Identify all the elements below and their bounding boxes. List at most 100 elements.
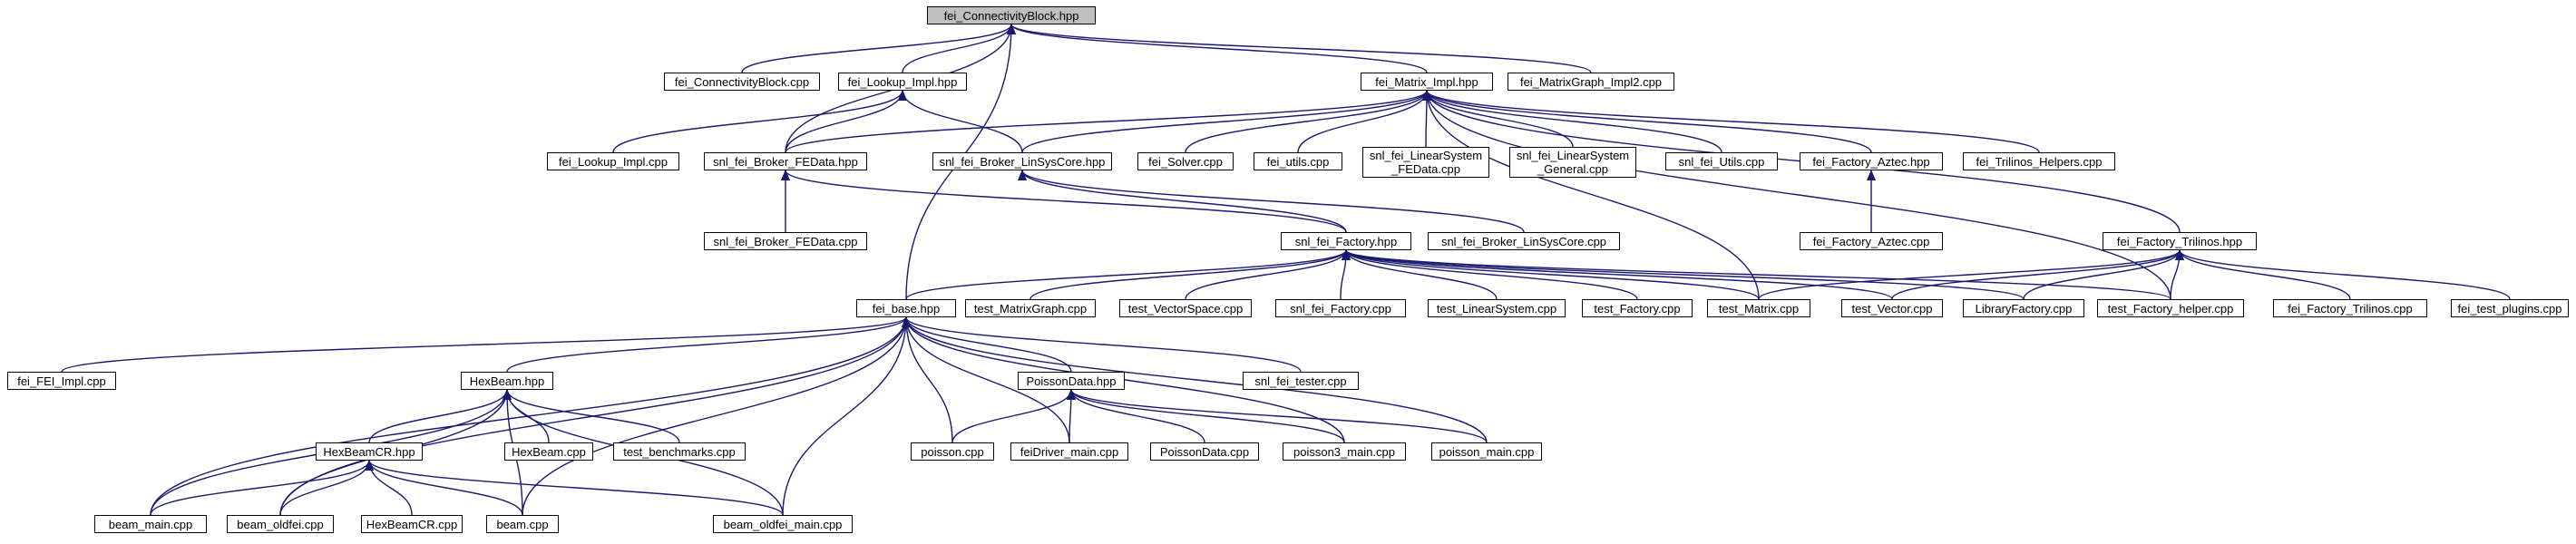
graph-node-broker-fed-cpp[interactable]: snl_fei_Broker_FEData.cpp bbox=[704, 232, 867, 250]
graph-node-hexbeam-cpp[interactable]: HexBeam.cpp bbox=[504, 442, 593, 461]
graph-node-base-hpp[interactable]: fei_base.hpp bbox=[856, 299, 956, 317]
edge-poissondata-cpp-to-poisson-hpp bbox=[1067, 389, 1205, 443]
graph-node-poisson-cpp[interactable]: poisson.cpp bbox=[911, 442, 994, 461]
graph-node-factory-cpp[interactable]: snl_fei_Factory.cpp bbox=[1275, 299, 1406, 317]
node-label: fei_Lookup_Impl.hpp bbox=[847, 74, 958, 89]
graph-node-t-matrix[interactable]: test_Matrix.cpp bbox=[1707, 299, 1810, 317]
graph-node-lookup-hpp[interactable]: fei_Lookup_Impl.hpp bbox=[838, 73, 967, 91]
edge-t-matrix-to-matrix-hpp bbox=[1422, 90, 1760, 300]
graph-node-cb-cpp[interactable]: fei_ConnectivityBlock.cpp bbox=[664, 73, 820, 91]
edge-hexbeam-hpp-to-base-hpp bbox=[506, 316, 911, 373]
node-label: snl_fei_Factory.cpp bbox=[1290, 301, 1391, 316]
graph-node-feidriver[interactable]: feiDriver_main.cpp bbox=[1010, 442, 1128, 461]
graph-node-lookup-cpp[interactable]: fei_Lookup_Impl.cpp bbox=[547, 152, 679, 170]
graph-node-hexbeam-hpp[interactable]: HexBeam.hpp bbox=[461, 372, 553, 390]
edge-beam-oldfei-main-to-hexbeamcr-hpp bbox=[365, 460, 784, 516]
graph-node-snl-utils-cpp[interactable]: snl_fei_Utils.cpp bbox=[1665, 152, 1778, 170]
edge-feidriver-to-poisson-hpp bbox=[1066, 389, 1076, 443]
node-label: poisson.cpp bbox=[921, 444, 984, 459]
node-label: fei_Lookup_Impl.cpp bbox=[559, 154, 668, 169]
edge-poisson-main-to-poisson-hpp bbox=[1067, 389, 1488, 443]
graph-node-beam-main[interactable]: beam_main.cpp bbox=[94, 515, 207, 533]
node-label: PoissonData.cpp bbox=[1159, 444, 1250, 459]
edge-utils-cpp-to-matrix-hpp bbox=[1297, 90, 1431, 153]
graph-node-poisson3-main[interactable]: poisson3_main.cpp bbox=[1283, 442, 1406, 461]
edge-factory-hpp-to-broker-lsc-hpp bbox=[1018, 170, 1347, 233]
graph-node-matrix-hpp[interactable]: fei_Matrix_Impl.hpp bbox=[1361, 73, 1493, 91]
graph-node-t-fhelper[interactable]: test_Factory_helper.cpp bbox=[2097, 299, 2244, 317]
node-label: fei_MatrixGraph_Impl2.cpp bbox=[1519, 74, 1663, 89]
graph-node-t-linsys[interactable]: test_LinearSystem.cpp bbox=[1428, 299, 1566, 317]
node-label: beam_main.cpp bbox=[108, 517, 193, 531]
graph-node-poisson-main[interactable]: poisson_main.cpp bbox=[1431, 442, 1542, 461]
edge-t-matrix-to-tril-hpp bbox=[1758, 249, 2184, 300]
edge-beam-main-to-hexbeamcr-hpp bbox=[150, 460, 374, 516]
graph-node-utils-cpp[interactable]: fei_utils.cpp bbox=[1254, 152, 1342, 170]
edge-mgraph-cpp-to-root bbox=[1007, 24, 1592, 73]
node-label: test_MatrixGraph.cpp bbox=[973, 301, 1088, 316]
node-label: test_Matrix.cpp bbox=[1718, 301, 1800, 316]
edge-beam-oldfei-to-hexbeamcr-hpp bbox=[279, 460, 374, 516]
edge-base-hpp-to-factory-hpp bbox=[905, 249, 1351, 300]
node-label: test_LinearSystem.cpp bbox=[1436, 301, 1557, 316]
node-label: beam.cpp bbox=[496, 517, 549, 531]
edge-t-vspace-to-factory-hpp bbox=[1185, 249, 1351, 300]
graph-node-t-factory[interactable]: test_Factory.cpp bbox=[1582, 299, 1693, 317]
graph-node-fei-impl[interactable]: fei_FEI_Impl.cpp bbox=[7, 372, 116, 390]
graph-node-factory-hpp[interactable]: snl_fei_Factory.hpp bbox=[1281, 232, 1411, 250]
graph-node-t-mgraph[interactable]: test_MatrixGraph.cpp bbox=[965, 299, 1096, 317]
graph-node-tril-hpp[interactable]: fei_Factory_Trilinos.hpp bbox=[2103, 232, 2257, 250]
edge-poisson3-main-to-base-hpp bbox=[902, 316, 1345, 443]
graph-node-beam-oldfei[interactable]: beam_oldfei.cpp bbox=[227, 515, 334, 533]
graph-node-poissondata-cpp[interactable]: PoissonData.cpp bbox=[1150, 442, 1259, 461]
graph-node-aztec-hpp[interactable]: fei_Factory_Aztec.hpp bbox=[1800, 152, 1943, 170]
graph-node-hexbeamcr-cpp[interactable]: HexBeamCR.cpp bbox=[361, 515, 463, 533]
graph-node-mgraph-cpp[interactable]: fei_MatrixGraph_Impl2.cpp bbox=[1508, 73, 1674, 91]
graph-node-solver-cpp[interactable]: fei_Solver.cpp bbox=[1137, 152, 1234, 170]
edge-lookup-hpp-to-root bbox=[902, 24, 1016, 73]
node-label: HexBeamCR.cpp bbox=[366, 517, 458, 531]
graph-node-ls-gen-cpp[interactable]: snl_fei_LinearSystem _General.cpp bbox=[1509, 147, 1636, 178]
edge-ls-gen-cpp-to-matrix-hpp bbox=[1422, 90, 1574, 148]
node-label: snl_fei_Broker_LinSysCore.hpp bbox=[939, 154, 1106, 169]
edge-poisson-cpp-to-base-hpp bbox=[902, 316, 953, 443]
graph-node-tril-cpp[interactable]: fei_Factory_Trilinos.cpp bbox=[2273, 299, 2427, 317]
graph-node-t-vector[interactable]: test_Vector.cpp bbox=[1841, 299, 1943, 317]
node-label: beam_oldfei.cpp bbox=[237, 517, 324, 531]
graph-node-hexbeamcr-hpp[interactable]: HexBeamCR.hpp bbox=[316, 442, 423, 461]
node-label: HexBeam.cpp bbox=[512, 444, 586, 459]
graph-node-broker-fed-hpp[interactable]: snl_fei_Broker_FEData.hpp bbox=[704, 152, 867, 170]
graph-node-tester-cpp[interactable]: snl_fei_tester.cpp bbox=[1243, 372, 1359, 390]
edge-tester-cpp-to-base-hpp bbox=[902, 316, 1302, 373]
node-label: PoissonData.hpp bbox=[1026, 374, 1117, 388]
node-label: fei_test_plugins.cpp bbox=[2457, 301, 2562, 316]
edge-fei-impl-to-base-hpp bbox=[61, 316, 911, 373]
graph-node-t-vspace[interactable]: test_VectorSpace.cpp bbox=[1119, 299, 1252, 317]
graph-node-broker-lsc-cpp[interactable]: snl_fei_Broker_LinSysCore.cpp bbox=[1428, 232, 1620, 250]
node-label: fei_FEI_Impl.cpp bbox=[17, 374, 106, 388]
node-label: fei_base.hpp bbox=[872, 301, 941, 316]
node-label: test_benchmarks.cpp bbox=[623, 444, 736, 459]
graph-node-aztec-cpp[interactable]: fei_Factory_Aztec.cpp bbox=[1800, 232, 1943, 250]
graph-node-poisson-hpp[interactable]: PoissonData.hpp bbox=[1018, 372, 1125, 390]
node-label: poisson3_main.cpp bbox=[1293, 444, 1396, 459]
graph-node-libfactory[interactable]: LibraryFactory.cpp bbox=[1963, 299, 2084, 317]
edge-t-plugins-to-tril-hpp bbox=[2175, 249, 2511, 300]
graph-node-t-plugins[interactable]: fei_test_plugins.cpp bbox=[2451, 299, 2569, 317]
graph-node-broker-lsc-hpp[interactable]: snl_fei_Broker_LinSysCore.hpp bbox=[932, 152, 1112, 170]
edge-libfactory-to-factory-hpp bbox=[1342, 249, 2025, 300]
node-label: HexBeam.hpp bbox=[469, 374, 545, 388]
node-label: snl_fei_Utils.cpp bbox=[1678, 154, 1765, 169]
node-label: fei_Factory_Trilinos.cpp bbox=[2288, 301, 2413, 316]
graph-node-t-bench[interactable]: test_benchmarks.cpp bbox=[613, 442, 746, 461]
graph-node-beam-oldfei-main[interactable]: beam_oldfei_main.cpp bbox=[713, 515, 853, 533]
edge-t-mgraph-to-factory-hpp bbox=[1029, 249, 1351, 300]
edge-t-factory-to-factory-hpp bbox=[1342, 249, 1638, 300]
graph-node-tril-helpers-cpp[interactable]: fei_Trilinos_Helpers.cpp bbox=[1963, 152, 2115, 170]
edge-beam-oldfei-main-to-base-hpp bbox=[782, 316, 911, 516]
graph-node-ls-fed-cpp[interactable]: snl_fei_LinearSystem _FEData.cpp bbox=[1362, 147, 1489, 178]
graph-node-beam-cpp[interactable]: beam.cpp bbox=[486, 515, 559, 533]
edge-matrix-hpp-to-root bbox=[1007, 24, 1428, 73]
node-label: test_Factory.cpp bbox=[1594, 301, 1681, 316]
graph-node-root[interactable]: fei_ConnectivityBlock.hpp bbox=[927, 6, 1096, 24]
